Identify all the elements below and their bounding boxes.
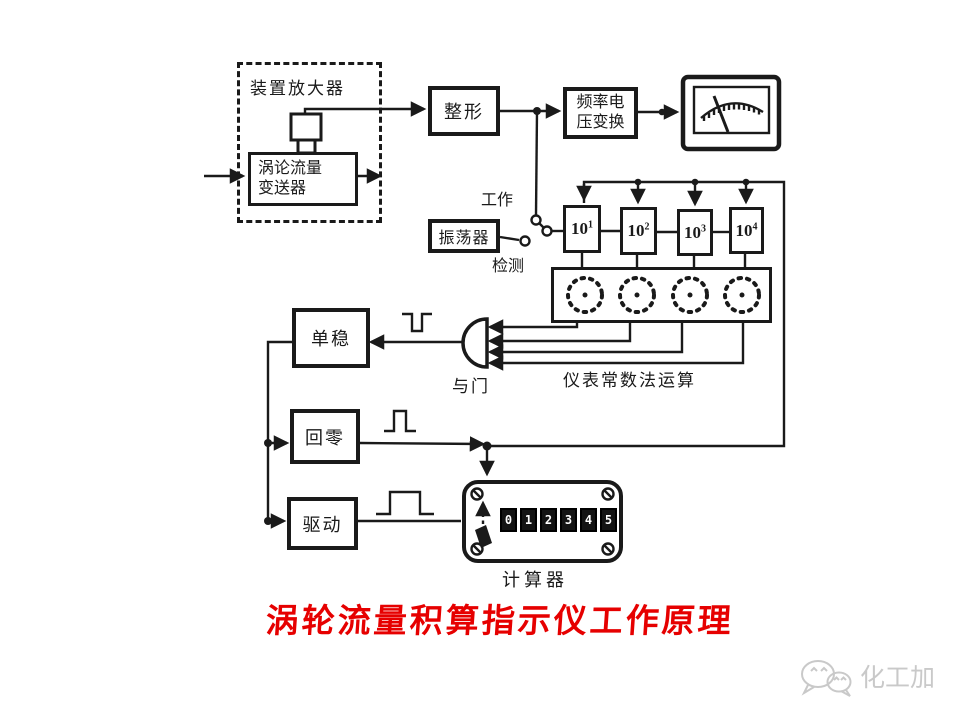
- counter-label: 计算器: [502, 570, 568, 590]
- constant-switch-box: [551, 267, 772, 323]
- amplifier-group-label: 装置放大器: [250, 79, 345, 98]
- reset-label: 回零: [305, 427, 345, 448]
- positive-pulse-icon-narrow: [384, 409, 416, 433]
- counter-digit: 0: [500, 508, 517, 532]
- counter-panel: [462, 480, 623, 563]
- diagram-title: 涡轮流量积算指示仪工作原理: [264, 604, 735, 640]
- wechat-logo-icon: [801, 660, 852, 697]
- oscillator-label: 振荡器: [438, 230, 490, 247]
- positive-pulse-icon-wide: [376, 490, 434, 516]
- analog-meter-icon: [680, 74, 782, 152]
- rotary-switch-icon: [566, 276, 761, 314]
- shaper-label: 整形: [444, 102, 484, 122]
- counter-digit: 1: [520, 508, 537, 532]
- drive-label: 驱动: [302, 514, 343, 535]
- selector-switch-icon: [499, 110, 563, 247]
- detect-contact-label: 检测: [492, 258, 525, 275]
- transmitter-label-line2: 变送器: [258, 180, 307, 197]
- negative-pulse-icon: [402, 312, 432, 333]
- counter-digit: 4: [580, 508, 597, 532]
- transmitter-box: 涡论流量 变送器: [248, 152, 358, 206]
- counter-digit: 5: [600, 508, 617, 532]
- decade-counter-2: 102: [620, 207, 657, 255]
- transmitter-label-line1: 涡论流量: [258, 160, 323, 178]
- work-contact-label: 工作: [481, 192, 514, 209]
- counter-digit-row: 0 1 2 3 4 5: [500, 508, 617, 532]
- decade-counter-4: 104: [729, 207, 764, 254]
- decade-counter-3: 103: [677, 209, 713, 256]
- watermark: 化工加: [794, 650, 935, 702]
- fv-converter-label-line1: 频率电: [576, 94, 625, 112]
- decade-counter-1: 101: [563, 205, 601, 253]
- and-gate-label: 与门: [452, 377, 490, 396]
- fv-converter-label-line2: 压变换: [576, 114, 625, 131]
- counter-digit: 2: [540, 508, 557, 532]
- monostable-box: 单稳: [292, 308, 370, 368]
- shaper-box: 整形: [428, 86, 500, 136]
- counter-lever-icon: [475, 500, 492, 548]
- fv-converter-box: 频率电 压变换: [563, 87, 638, 139]
- reset-box: 回零: [290, 409, 360, 464]
- constant-calc-label: 仪表常数法运算: [563, 371, 696, 390]
- monostable-label: 单稳: [311, 329, 351, 349]
- and-gate-icon: [461, 317, 489, 369]
- counter-digit: 3: [560, 508, 577, 532]
- watermark-text: 化工加: [860, 664, 936, 692]
- oscillator-box: 振荡器: [428, 219, 500, 253]
- amplifier-group-box: [237, 62, 382, 223]
- drive-box: 驱动: [287, 497, 358, 550]
